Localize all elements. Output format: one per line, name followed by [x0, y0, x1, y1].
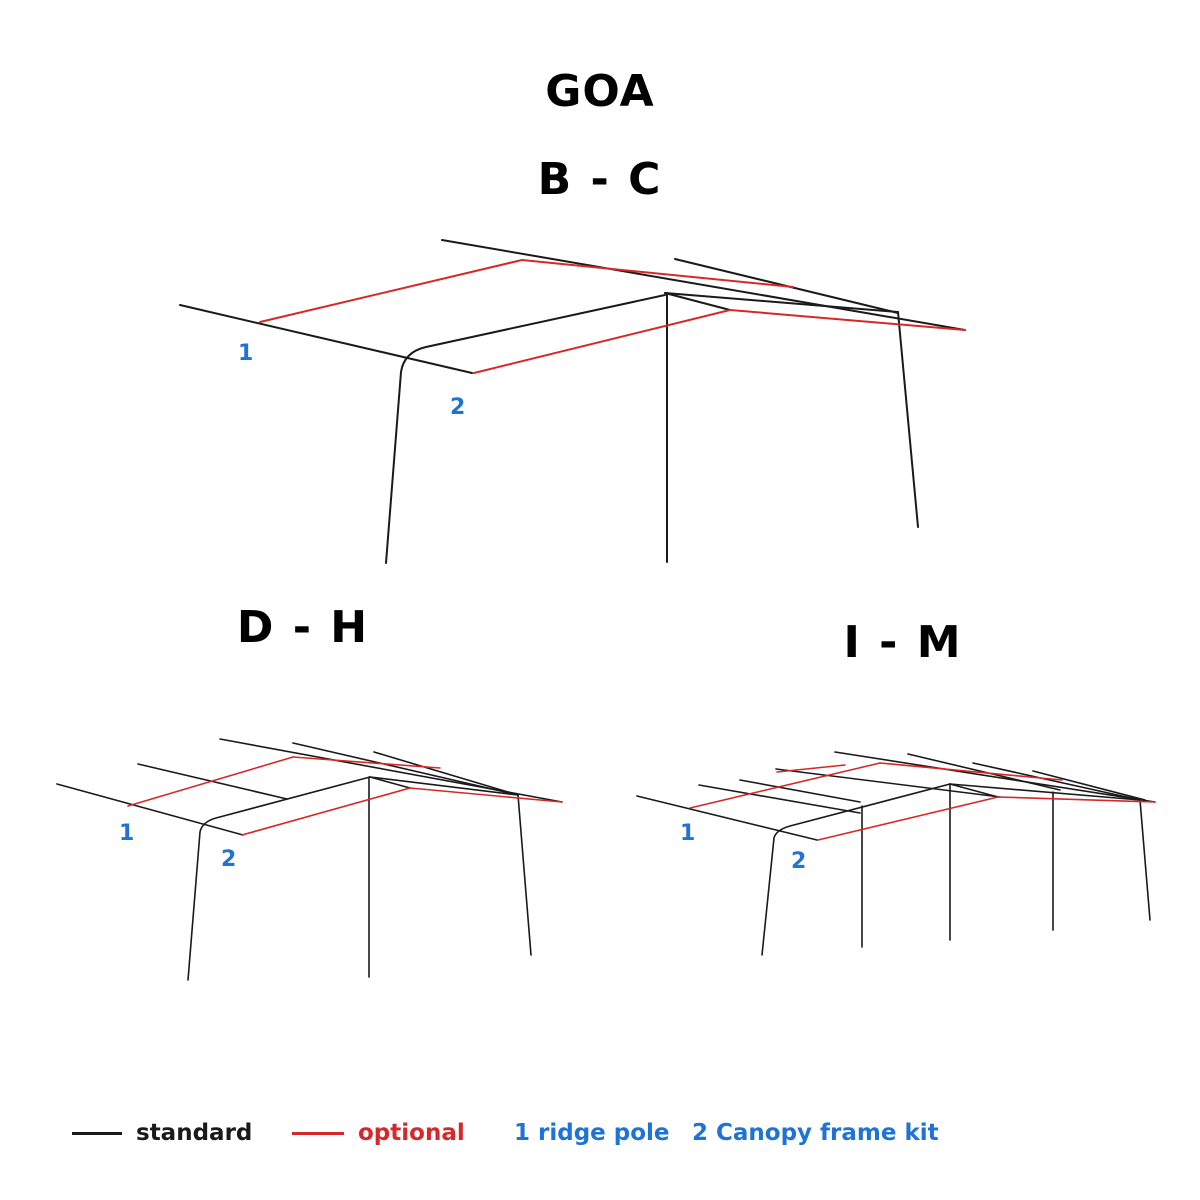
- legend-canopy-kit-label: 2 Canopy frame kit: [692, 1120, 939, 1146]
- standard-pole: [949, 783, 1141, 801]
- optional-pole: [689, 762, 881, 809]
- standard-pole: [369, 776, 519, 796]
- standard-pole: [385, 294, 666, 564]
- standard-pole: [56, 783, 244, 836]
- standard-pole: [761, 783, 951, 956]
- legend-canopy-frame-kit: 2 Canopy frame kit: [692, 1116, 939, 1150]
- legend-optional: optional: [292, 1116, 465, 1150]
- standard-pole: [636, 795, 818, 841]
- standard-pole: [1032, 770, 1146, 801]
- standard-pole: [292, 742, 519, 796]
- section-title-d-h: D - H: [236, 602, 370, 653]
- optional-pole: [127, 756, 294, 807]
- optional-pole: [879, 762, 1063, 781]
- standard-pole: [897, 311, 919, 528]
- callout-ridge-pole-number: 1: [238, 341, 253, 366]
- optional-pole: [473, 309, 731, 374]
- callout-canopy-kit-number: 2: [221, 847, 236, 872]
- optional-pole: [817, 796, 999, 841]
- standard-pole: [517, 794, 532, 956]
- optional-pole: [776, 764, 846, 773]
- standard-pole: [972, 762, 1141, 801]
- standard-pole: [698, 784, 861, 814]
- standard-pole: [664, 292, 899, 313]
- optional-pole: [292, 756, 441, 769]
- page-title: GOA: [545, 66, 655, 117]
- optional-pole: [521, 259, 794, 288]
- standard-pole: [834, 751, 1156, 803]
- callout-canopy-kit-number: 2: [791, 849, 806, 874]
- optional-pole: [729, 309, 966, 331]
- legend-ridge-pole: 1 ridge pole: [514, 1116, 670, 1150]
- standard-pole: [1139, 799, 1151, 921]
- standard-pole: [664, 292, 731, 311]
- optional-pole: [409, 787, 563, 803]
- callout-canopy-kit-number: 2: [450, 395, 465, 420]
- legend-ridge-pole-label: 1 ridge pole: [514, 1120, 670, 1146]
- standard-pole: [775, 768, 1001, 798]
- frame-diagram-i-m: 1 2: [636, 751, 1156, 956]
- standard-line-swatch: [72, 1131, 122, 1135]
- standard-pole: [187, 776, 371, 981]
- frame-diagram-b-c: 1 2: [179, 239, 966, 564]
- frame-diagram-d-h: 1 2: [56, 738, 563, 981]
- standard-pole: [949, 783, 999, 798]
- standard-pole: [441, 239, 966, 331]
- optional-line-swatch: [292, 1131, 344, 1135]
- standard-pole: [179, 304, 473, 374]
- section-title-b-c: B - C: [537, 154, 663, 205]
- optional-pole: [259, 259, 523, 323]
- optional-pole: [241, 787, 411, 836]
- standard-pole: [739, 779, 861, 803]
- standard-pole: [369, 776, 411, 789]
- section-title-i-m: I - M: [843, 617, 963, 668]
- legend-standard: standard: [72, 1116, 252, 1150]
- legend-standard-label: standard: [136, 1120, 253, 1146]
- standard-pole: [373, 751, 519, 796]
- callout-ridge-pole-number: 1: [119, 821, 134, 846]
- legend-optional-label: optional: [358, 1120, 465, 1146]
- optional-pole: [997, 796, 1156, 803]
- callout-ridge-pole-number: 1: [680, 821, 695, 846]
